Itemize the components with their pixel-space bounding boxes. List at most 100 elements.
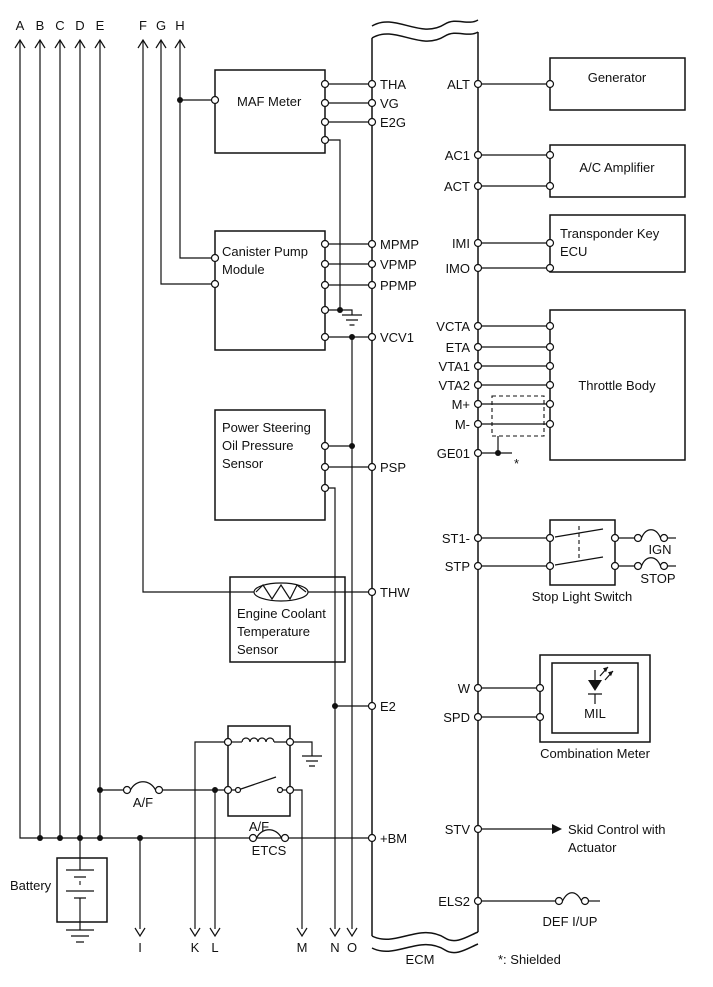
- connector-o: O: [347, 940, 357, 955]
- connector-e: E: [96, 18, 105, 33]
- mil-indicator: MIL: [584, 666, 614, 721]
- pin-label-ppmp: PPMP: [380, 278, 417, 293]
- stop-fuse-arc: [640, 557, 662, 567]
- arrow-up-e: [94, 38, 106, 49]
- wire-g-pump: [160, 40, 215, 285]
- generator: Generator: [549, 57, 686, 111]
- ign-fuse-arc: [640, 529, 662, 539]
- arrow-up-c: [54, 38, 66, 49]
- arrow-up-a: [14, 38, 26, 49]
- pin-label-vta2: VTA2: [438, 378, 470, 393]
- throttle-body-label: Throttle Body: [578, 378, 656, 393]
- mil-label: MIL: [584, 706, 606, 721]
- arrow-up-b: [34, 38, 46, 49]
- ecm-label: ECM: [406, 952, 435, 967]
- shield-dashed-rect: [491, 395, 545, 437]
- ign-fuse: IGN: [640, 529, 672, 557]
- pin-label-m-plus: M+: [452, 397, 470, 412]
- led-triangle: [588, 680, 602, 691]
- coolant-label-3: Sensor: [237, 642, 279, 657]
- connector-k: K: [191, 940, 200, 955]
- sls-blade-bottom: [554, 556, 604, 566]
- power-steering-label-2: Oil Pressure: [222, 438, 294, 453]
- coolant-label-2: Temperature: [237, 624, 310, 639]
- pin-label-e2: E2: [380, 699, 396, 714]
- transponder-label-2: ECU: [560, 244, 587, 259]
- af-fuse: A/F: [129, 781, 157, 810]
- ecm-bottom-tear-inner: [371, 931, 479, 942]
- ground-bars: [342, 314, 362, 326]
- skid-label-2: Actuator: [568, 840, 617, 855]
- pin-label-e2g: E2G: [380, 115, 406, 130]
- pin-label-stp: STP: [445, 559, 470, 574]
- relay-contact-right: [276, 786, 284, 794]
- wires: [19, 40, 676, 930]
- battery-cell-2: [66, 890, 94, 899]
- combination-meter: MIL Combination Meter: [539, 654, 651, 761]
- canister-pump-label-1: Canister Pump: [222, 244, 308, 259]
- pin-label-imi: IMI: [452, 236, 470, 251]
- combination-meter-label: Combination Meter: [540, 746, 650, 761]
- bottom-connectors: I K L M N O: [134, 927, 358, 955]
- stop-light-switch: Stop Light Switch: [532, 519, 632, 604]
- connector-l: L: [211, 940, 218, 955]
- pin-label-ac1: AC1: [445, 148, 470, 163]
- pin-circles: [122, 79, 669, 906]
- connector-a: A: [16, 18, 25, 33]
- stop-fuse-label: STOP: [640, 571, 675, 586]
- transponder-key-ecu: Transponder Key ECU: [549, 214, 686, 273]
- stop-light-switch-box: [549, 519, 616, 586]
- ground-symbol-battery: [66, 929, 94, 943]
- pin-label-vta1: VTA1: [438, 359, 470, 374]
- arrow-down-i: [134, 927, 146, 938]
- pin-label-vcta: VCTA: [436, 319, 470, 334]
- pin-label-w: W: [458, 681, 471, 696]
- pin-label-els2: ELS2: [438, 894, 470, 909]
- pin-label-mpmp: MPMP: [380, 237, 419, 252]
- pin-label-m-minus: M-: [455, 417, 470, 432]
- etcs-fuse-arc: [255, 829, 283, 839]
- ecm-pin-labels: THA VG E2G MPMP VPMP PPMP VCV1 PSP THW E…: [380, 77, 471, 909]
- canister-pump-module: Canister Pump Module: [214, 230, 326, 351]
- ac-amplifier: A/C Amplifier: [549, 144, 686, 198]
- ecm-top-tear-inner: [371, 31, 479, 42]
- junction-dots: [37, 97, 501, 841]
- maf-meter: MAF Meter: [214, 69, 326, 154]
- connector-n: N: [330, 940, 339, 955]
- pin-label-act: ACT: [444, 179, 470, 194]
- connector-g: G: [156, 18, 166, 33]
- combination-meter-inner-box: [551, 662, 639, 734]
- pin-label-bm: +BM: [380, 831, 407, 846]
- stop-fuse: STOP: [640, 557, 676, 586]
- wire-h-pump: [179, 40, 215, 259]
- pin-label-vpmp: VPMP: [380, 257, 417, 272]
- pin-label-alt: ALT: [447, 77, 470, 92]
- battery-cell-1: [66, 869, 94, 878]
- skid-control-note: Skid Control with Actuator: [552, 822, 666, 855]
- arrow-down-k: [189, 927, 201, 938]
- top-connectors: A B C D E F G H: [14, 18, 186, 49]
- etcs-fuse: ETCS: [252, 829, 287, 858]
- arrow-down-o: [346, 927, 358, 938]
- pin-label-vg: VG: [380, 96, 399, 111]
- connector-f: F: [139, 18, 147, 33]
- wire-a-bm-rail: [19, 40, 372, 839]
- power-steering-sensor: Power Steering Oil Pressure Sensor: [214, 409, 326, 521]
- transponder-label-1: Transponder Key: [560, 226, 660, 241]
- maf-meter-box: [214, 69, 326, 154]
- pin-label-tha: THA: [380, 77, 406, 92]
- stv-arrowhead: [552, 824, 562, 834]
- pin-label-imo: IMO: [445, 261, 470, 276]
- coolant-label-1: Engine Coolant: [237, 606, 326, 621]
- canister-pump-label-2: Module: [222, 262, 265, 277]
- wire-k-relay-coil: [194, 741, 228, 929]
- arrow-up-d: [74, 38, 86, 49]
- ground-symbol-pump: [342, 314, 362, 326]
- power-steering-label-3: Sensor: [222, 456, 264, 471]
- pin-label-stv: STV: [445, 822, 471, 837]
- shield-box: *: [491, 395, 545, 471]
- def-fuse: DEF I/UP: [543, 892, 597, 929]
- battery-label: Battery: [10, 878, 52, 893]
